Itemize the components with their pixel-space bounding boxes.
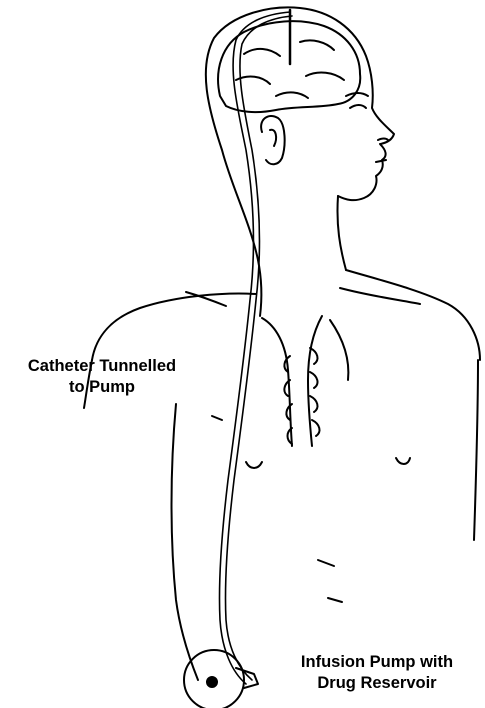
right-nipple	[396, 458, 410, 464]
sternum-right	[308, 316, 322, 446]
right-clavicle	[340, 288, 420, 304]
abdomen-line-3	[328, 598, 342, 602]
rib-7	[310, 396, 317, 412]
eye	[350, 105, 366, 108]
ear-inner	[270, 130, 276, 146]
catheter-tube-outer	[225, 16, 292, 680]
right-torso	[474, 360, 478, 540]
brain-fold-5	[276, 92, 308, 98]
pump-label-line-2: Drug Reservoir	[268, 673, 485, 694]
neck-front	[337, 196, 346, 270]
left-shoulder	[92, 294, 256, 360]
catheter-label: Catheter Tunnelled to Pump	[2, 356, 202, 398]
right-shoulder	[346, 270, 480, 360]
brow	[346, 93, 368, 96]
left-torso	[172, 404, 199, 680]
rib-8	[312, 420, 319, 436]
pectoral-right	[330, 320, 348, 380]
catheter-label-line-2: to Pump	[2, 377, 202, 398]
brain-fold-4	[306, 73, 344, 80]
catheter-label-line-1: Catheter Tunnelled	[2, 356, 202, 377]
abdomen-line-2	[318, 560, 334, 566]
nostril	[378, 139, 388, 141]
abdomen-line-1	[212, 416, 222, 420]
brain-fold-1	[244, 49, 280, 56]
pump-label: Infusion Pump with Drug Reservoir	[268, 652, 485, 694]
mouth	[376, 160, 386, 162]
rib-6	[310, 372, 317, 388]
brain-fold-2	[300, 40, 334, 50]
left-nipple	[246, 462, 262, 468]
pump-label-line-1: Infusion Pump with	[268, 652, 485, 673]
pump-port	[207, 677, 217, 687]
ear	[261, 116, 285, 164]
